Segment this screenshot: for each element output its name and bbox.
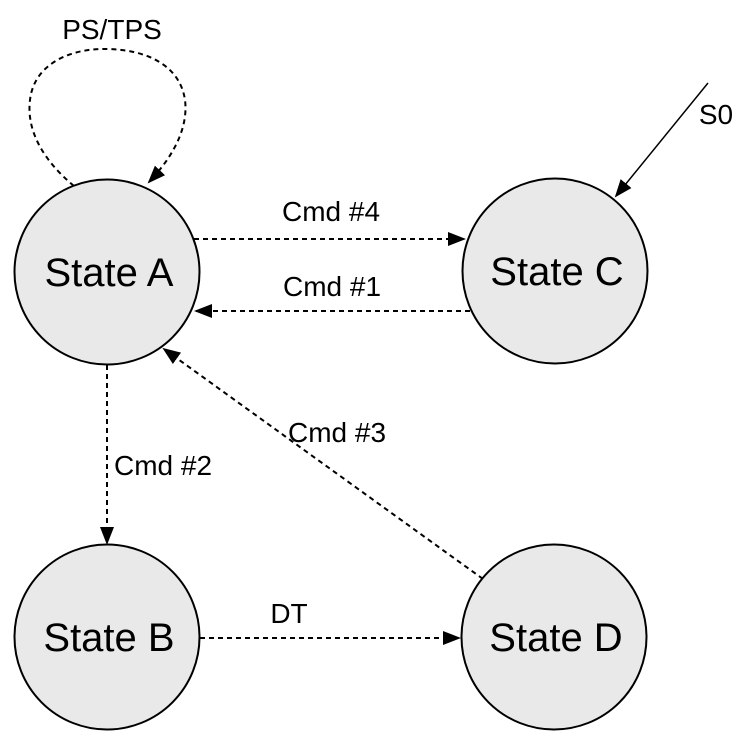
state-node-b	[13, 543, 201, 731]
edge-self-loop-state-a	[28, 47, 187, 187]
state-node-c	[461, 177, 649, 365]
edge-label-cmd3: Cmd #3	[288, 417, 386, 448]
edge-label-ps-tps: PS/TPS	[62, 14, 162, 45]
state-label-c: State C	[490, 250, 623, 294]
state-label-a: State A	[45, 251, 174, 295]
state-label-b: State B	[43, 616, 174, 660]
edge-cmd3-d-to-a	[162, 347, 484, 580]
edge-label-cmd1: Cmd #1	[283, 271, 381, 302]
edge-label-s0: S0	[699, 99, 733, 130]
state-label-d: State D	[489, 616, 622, 660]
state-node-d	[460, 543, 648, 731]
edge-s0-start-to-c	[614, 82, 709, 198]
edge-label-dt: DT	[270, 598, 307, 629]
edge-label-cmd4: Cmd #4	[282, 196, 380, 227]
edge-label-cmd2: Cmd #2	[114, 450, 212, 481]
state-node-a	[13, 178, 201, 366]
